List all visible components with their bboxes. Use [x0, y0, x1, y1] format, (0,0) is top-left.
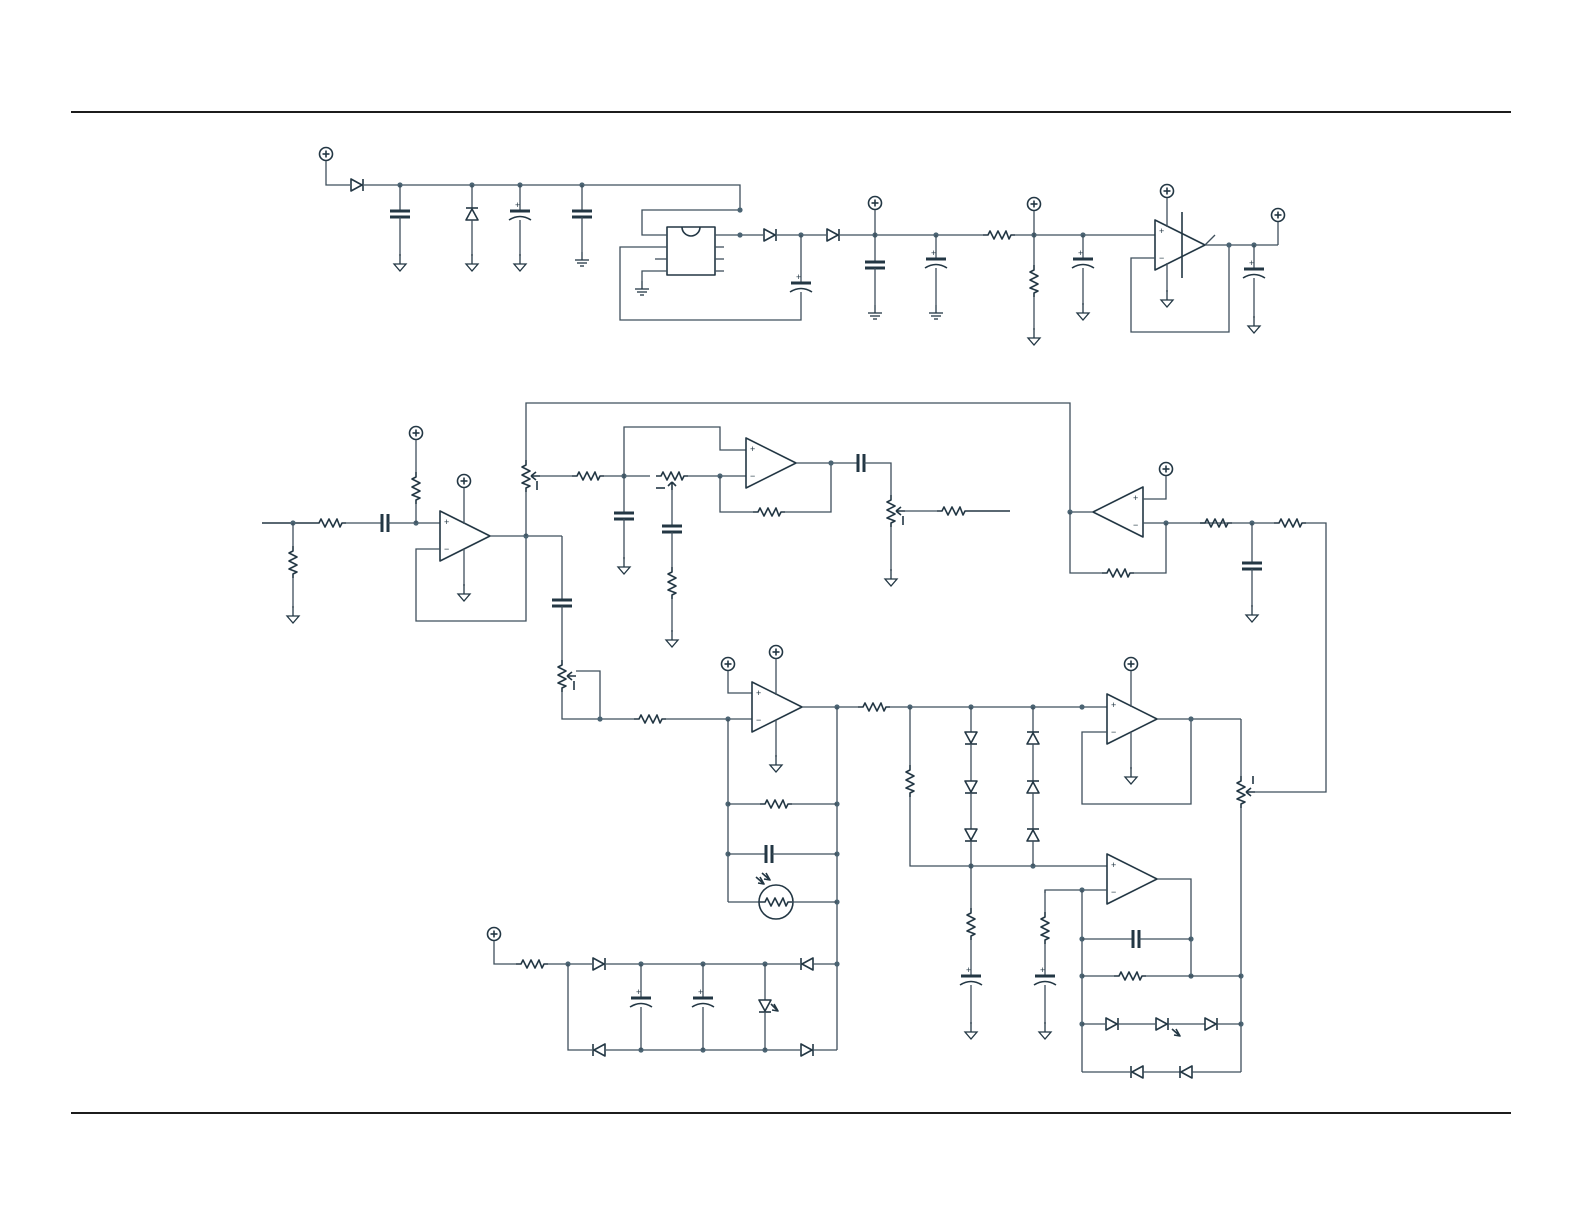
top-frame-line: [71, 111, 1511, 113]
bottom-frame-line: [71, 1112, 1511, 1114]
signal-section: [262, 403, 1326, 1078]
power-supply-section: [320, 148, 1285, 346]
